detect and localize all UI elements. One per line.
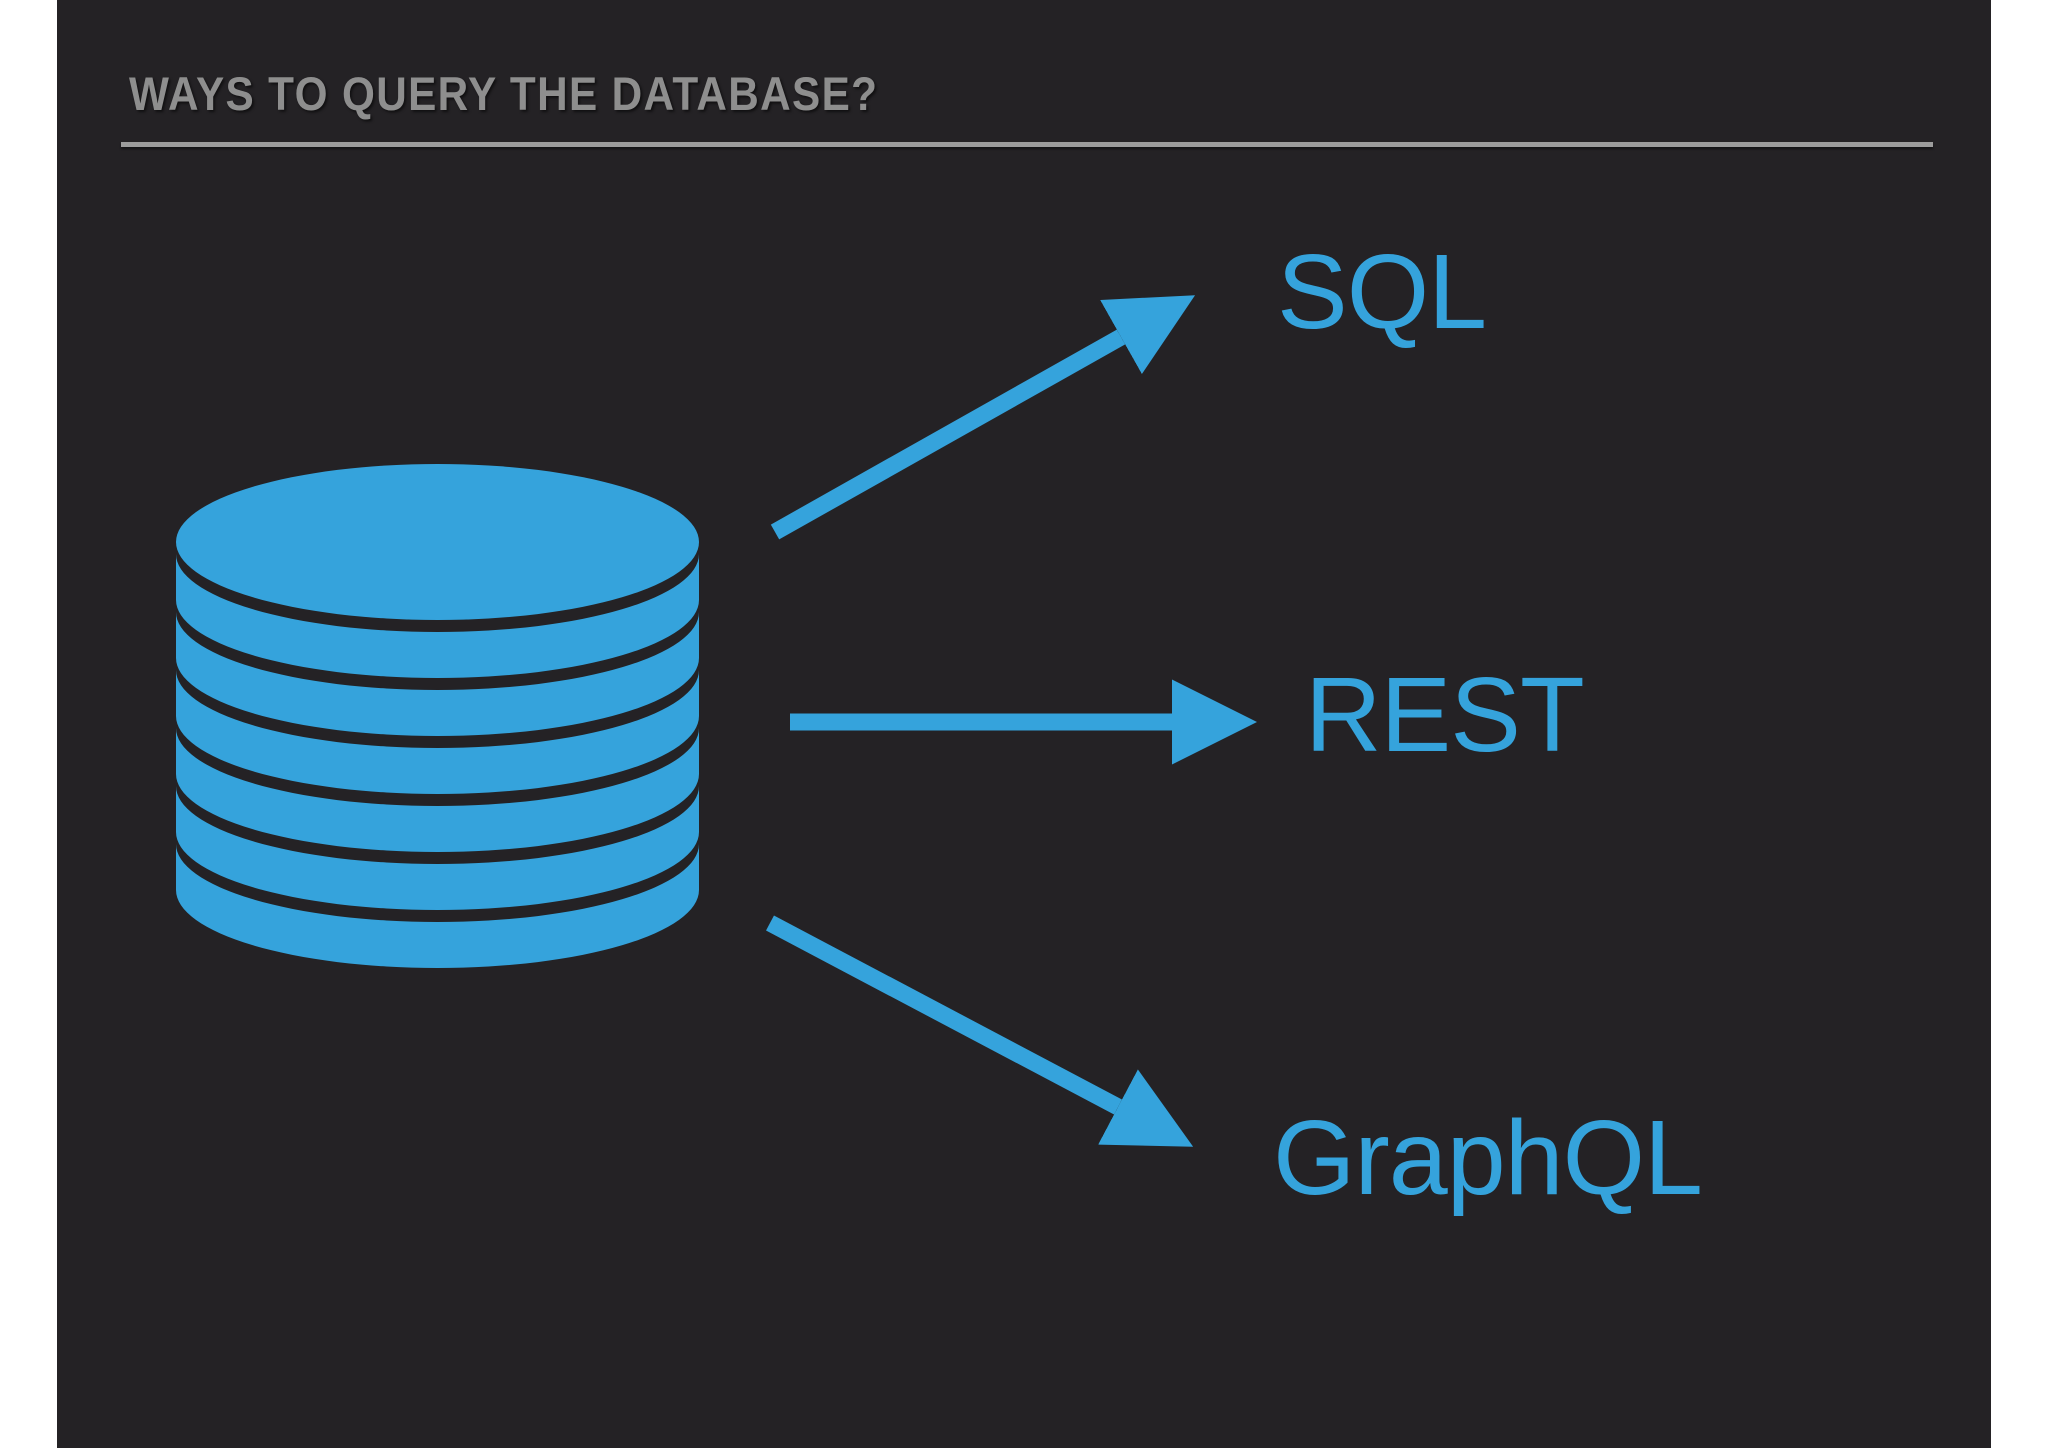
title-underline-rule [121,142,1933,147]
arrow-to-graphql [766,915,1194,1147]
database-cylinder-icon [176,464,699,968]
connector-arrows [766,295,1257,1147]
label-sql: SQL [1277,233,1487,351]
label-graphql: GraphQL [1273,1099,1703,1217]
label-rest: REST [1305,656,1585,774]
arrow-to-sql [770,295,1196,540]
slide-title: WAYS TO QUERY THE DATABASE? [129,67,879,120]
slide-canvas: WAYS TO QUERY THE DATABASE? SQL REST Gra… [57,0,1991,1448]
